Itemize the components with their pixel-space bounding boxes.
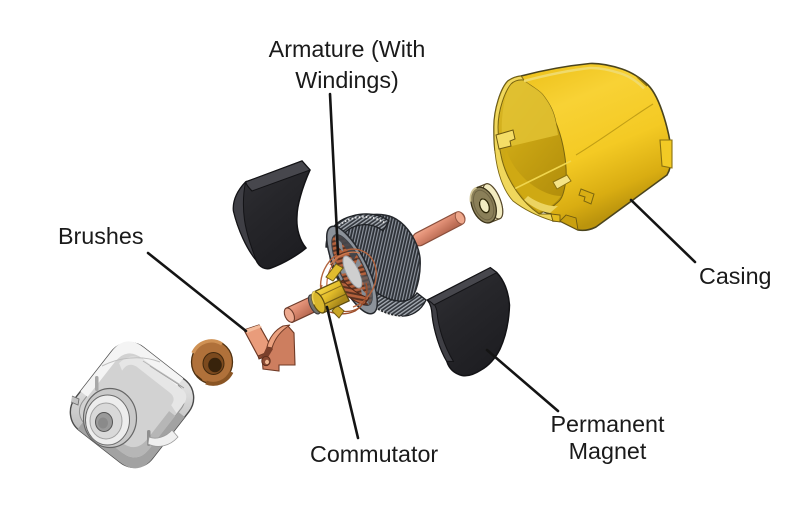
svg-text:Armature (With: Armature (With: [269, 36, 426, 62]
svg-text:Permanent: Permanent: [551, 411, 665, 437]
svg-text:Commutator: Commutator: [310, 441, 438, 467]
svg-text:Casing: Casing: [699, 263, 772, 289]
svg-text:Windings): Windings): [295, 67, 399, 93]
svg-text:Brushes: Brushes: [58, 223, 143, 249]
svg-text:Magnet: Magnet: [569, 438, 647, 464]
